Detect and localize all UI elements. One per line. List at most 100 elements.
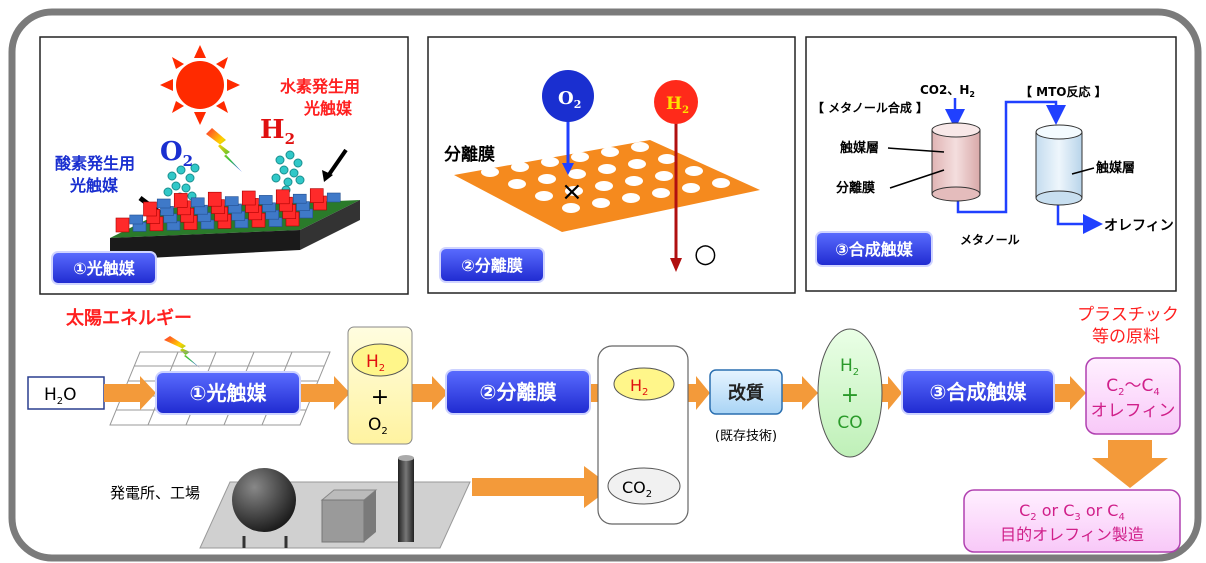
- membrane-pore: [568, 169, 586, 179]
- target-olefin-label: C2 or C3 or C4: [1019, 501, 1125, 523]
- flow-arrow-7: [880, 376, 902, 410]
- oxygen-catalyst-tile: [224, 196, 239, 206]
- pass-mark: ○: [694, 239, 717, 269]
- synthesis-badge-label: ③合成触媒: [835, 240, 914, 259]
- hydrogen-catalyst-label-1: 水素発生用: [280, 77, 360, 96]
- mto-label: 【 MTO反応 】: [1020, 84, 1107, 99]
- oxygen-catalyst-tile: [129, 214, 144, 225]
- hydrogen-catalyst-tile: [173, 193, 188, 208]
- sun-icon: [160, 45, 240, 125]
- membrane-pore: [601, 147, 619, 157]
- flow-separation-box: [445, 369, 591, 415]
- sep-co2-label: CO: [622, 478, 646, 497]
- membrane-pore: [571, 152, 589, 162]
- membrane-pore: [595, 181, 613, 191]
- catalyst-layer-right-label: 触媒層: [1095, 160, 1135, 176]
- oxygen-catalyst-label-1: 酸素発生用: [55, 154, 135, 173]
- membrane-pore: [511, 162, 529, 172]
- methanol-reactor: [931, 122, 981, 202]
- reforming-label: 改質: [728, 382, 764, 404]
- membrane-pore: [625, 176, 643, 186]
- process-flow: 太陽エネルギー H2O ①光触媒: [27, 305, 1181, 553]
- flow-photocatalyst-label: ①光触媒: [190, 381, 268, 405]
- co2-arrow: [472, 466, 612, 508]
- membrane-pore: [682, 183, 700, 193]
- olefin-range-label-2: オレフィン: [1091, 401, 1176, 421]
- svg-text:O2: O2: [160, 137, 193, 170]
- flow-arrow-6: [782, 376, 818, 410]
- syngas-co-label: CO: [837, 413, 862, 433]
- membrane-pore: [598, 164, 616, 174]
- methanol-label: メタノール: [960, 233, 1020, 247]
- separation-badge-label: ②分離膜: [461, 256, 523, 275]
- svg-text:H2O: H2O: [44, 385, 77, 407]
- separation-badge: [439, 247, 545, 283]
- olefin-range-label: C2〜C4: [1106, 376, 1160, 398]
- oxygen-catalyst-tile: [292, 193, 307, 204]
- olefin-range-box: [1085, 357, 1181, 435]
- svg-text:H2: H2: [840, 356, 859, 378]
- panel-photocatalyst: O2 H2 水素発生用 光触媒 酸素発生用 光触媒: [39, 36, 409, 295]
- down-arrow: [1092, 440, 1168, 488]
- blocked-mark: ×: [561, 177, 583, 207]
- membrane-pore: [652, 188, 670, 198]
- h2-label: H: [260, 115, 285, 145]
- mix-o2-label: O: [368, 415, 381, 435]
- sep-h2-label: H: [630, 376, 642, 395]
- syngas-h2-label: H: [840, 356, 853, 376]
- syngas-plus: +: [841, 383, 859, 408]
- membrane-pore: [742, 173, 760, 183]
- svg-text:CO2: CO2: [622, 478, 652, 500]
- h2o-box: [27, 376, 105, 410]
- mix-h2-label: H: [366, 352, 379, 372]
- flow-arrow-2: [300, 376, 350, 410]
- solar-energy-label: 太陽エネルギー: [66, 307, 192, 329]
- flow-synthesis-box: [901, 369, 1055, 415]
- plastic-label-1: プラスチック: [1077, 305, 1179, 325]
- hydrogen-catalyst-tile: [143, 201, 157, 217]
- oxygen-catalyst-tile: [258, 195, 273, 205]
- hydrogen-catalyst-tile: [241, 190, 256, 206]
- plant-label: 発電所、工場: [110, 484, 200, 502]
- inputs-label: CO2、H2: [920, 83, 975, 99]
- membrane-pore: [658, 154, 676, 164]
- oxygen-catalyst-label-2: 光触媒: [69, 176, 119, 195]
- membrane-pore: [481, 167, 499, 177]
- oxygen-catalyst-tile: [326, 192, 341, 203]
- syngas-ellipse: [817, 328, 883, 458]
- membrane-pore: [631, 142, 649, 152]
- membrane-pore: [562, 203, 580, 213]
- svg-text:H2: H2: [666, 94, 689, 116]
- svg-text:O2: O2: [368, 415, 388, 437]
- membrane-pore: [655, 171, 673, 181]
- o2-label: O: [160, 137, 183, 167]
- oxygen-bubbles: [163, 163, 200, 202]
- hydrogen-catalyst-tile: [207, 191, 222, 207]
- membrane-pore: [622, 193, 640, 203]
- methanol-synthesis-label: 【 メタノール合成 】: [812, 100, 928, 115]
- mix-plus: +: [371, 385, 389, 410]
- membrane-pore: [535, 191, 553, 201]
- svg-text:O2: O2: [558, 88, 581, 111]
- membrane-pore: [508, 179, 526, 189]
- flow-photocatalyst-box: [155, 371, 301, 415]
- olefin-label: オレフィン: [1104, 218, 1174, 234]
- photocatalyst-badge-label: ①光触媒: [73, 259, 136, 278]
- flow-arrow-5: [688, 376, 710, 410]
- flow-separation-label: ②分離膜: [480, 380, 557, 404]
- photocatalyst-badge: [51, 251, 157, 285]
- separation-membrane-label: 分離膜: [836, 180, 875, 196]
- reforming-box: [709, 369, 783, 415]
- oxygen-catalyst-tile: [156, 198, 171, 209]
- target-olefin-label-2: 目的オレフィン製造: [1000, 525, 1144, 544]
- hydrogen-catalyst-tile: [115, 217, 130, 233]
- h2-molecule: [654, 80, 698, 124]
- oxygen-catalyst-tile: [190, 197, 205, 208]
- factory-icon: [199, 455, 471, 549]
- o2-molecule: [542, 70, 594, 122]
- h2o-label: H: [44, 385, 57, 405]
- hydrogen-bubbles: [271, 150, 305, 195]
- hydrogen-catalyst-tile: [309, 188, 324, 203]
- lightning-icon: [206, 128, 242, 172]
